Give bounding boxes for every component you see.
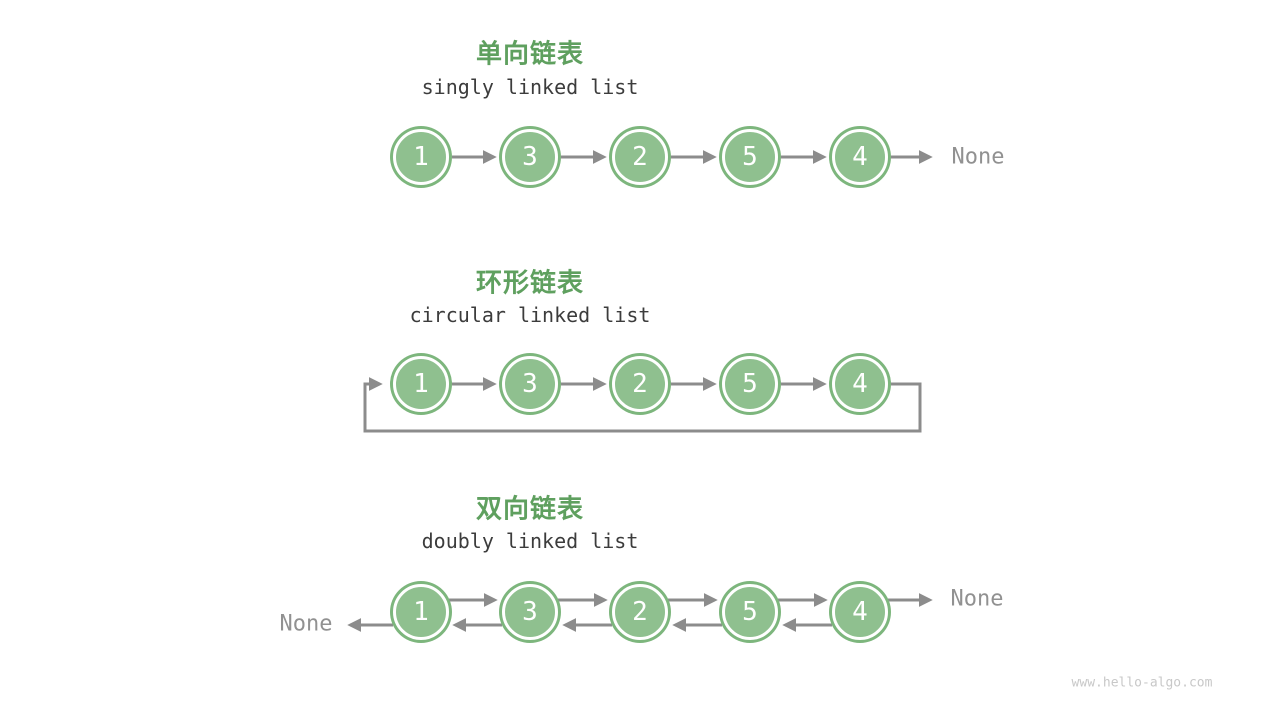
section-title-zh: 单向链表 [475,39,585,70]
list-node: 4 [832,129,888,185]
list-node: 1 [393,129,449,185]
node-value: 3 [522,597,538,627]
node-value: 5 [742,142,758,172]
page-watermark: www.hello-algo.com [1071,675,1213,691]
node-value: 4 [852,597,868,627]
list-node: 1 [393,356,449,412]
none-label: None [279,611,333,637]
list-node: 2 [612,584,668,640]
node-value: 3 [522,369,538,399]
list-node: 3 [502,129,558,185]
node-value: 3 [522,142,538,172]
section-title-en: doubly linked list [421,529,639,553]
list-node: 3 [502,584,558,640]
node-value: 1 [413,142,429,172]
loop-back-arrow [363,377,922,433]
section-title-zh: 双向链表 [475,494,585,525]
node-value: 1 [413,369,429,399]
list-node: 4 [832,584,888,640]
none-label: None [951,144,1005,170]
none-label: None [950,586,1004,612]
list-node: 3 [502,356,558,412]
node-value: 4 [852,369,868,399]
list-node: 2 [612,129,668,185]
list-node: 5 [722,129,778,185]
node-value: 4 [852,142,868,172]
section-title-en: circular linked list [409,303,651,327]
list-node: 2 [612,356,668,412]
node-value: 2 [632,597,648,627]
list-node: 1 [393,584,449,640]
section-title-en: singly linked list [421,75,639,99]
node-value: 5 [742,597,758,627]
list-node: 5 [722,356,778,412]
node-value: 1 [413,597,429,627]
section-title-zh: 环形链表 [475,268,585,299]
list-node: 4 [832,356,888,412]
list-node: 5 [722,584,778,640]
node-value: 5 [742,369,758,399]
node-value: 2 [632,142,648,172]
node-value: 2 [632,369,648,399]
